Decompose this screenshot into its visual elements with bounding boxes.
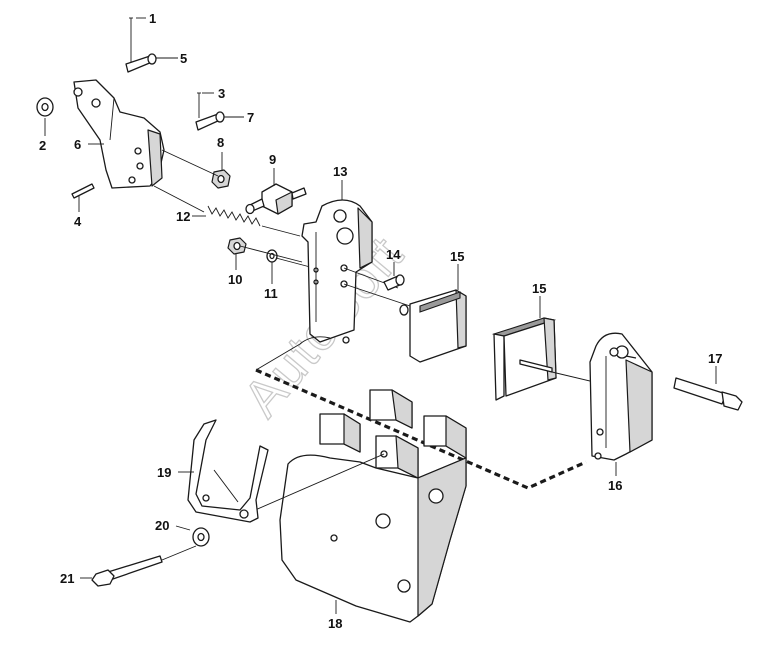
callout-21: 21 — [60, 571, 74, 586]
part-2-washer — [36, 97, 54, 117]
part-11-washer — [266, 249, 278, 263]
callout-19: 19 — [157, 465, 171, 480]
callout-4: 4 — [74, 214, 82, 229]
callout-7: 7 — [247, 110, 254, 125]
part-21-bolt — [91, 555, 163, 587]
part-14-guide-pin — [383, 274, 405, 291]
callout-10: 10 — [228, 272, 242, 287]
callout-9: 9 — [269, 152, 276, 167]
callout-17: 17 — [708, 351, 722, 366]
part-12-spring — [153, 185, 301, 237]
part-15-brake-pad-right — [491, 317, 557, 401]
callout-8: 8 — [217, 135, 224, 150]
callout-13: 13 — [333, 164, 347, 179]
part-19-fork-bracket — [187, 419, 269, 523]
callout-12: 12 — [176, 209, 190, 224]
part-4-pin — [71, 183, 95, 199]
callout-20: 20 — [155, 518, 169, 533]
callout-5: 5 — [180, 51, 187, 66]
part-13-caliper-bracket — [299, 199, 373, 345]
part-6-bracket — [73, 79, 165, 189]
callout-14: 14 — [386, 247, 401, 262]
callout-11: 11 — [264, 286, 278, 301]
part-5-bolt — [125, 53, 157, 73]
part-9-pivot-block — [245, 183, 307, 215]
callout-leaders — [44, 17, 717, 614]
part-17-bolt — [625, 355, 743, 411]
callout-2: 2 — [39, 138, 46, 153]
callout-1: 1 — [149, 11, 156, 26]
callout-6: 6 — [74, 137, 81, 152]
part-1-pin — [129, 17, 133, 66]
callout-3: 3 — [218, 86, 225, 101]
part-10-nut — [227, 237, 247, 255]
part-20-washer — [192, 527, 210, 547]
callout-15-right: 15 — [532, 281, 546, 296]
part-15-brake-pad-left — [399, 289, 467, 363]
part-18-carrier — [279, 389, 467, 623]
part-16-caliper-bracket — [589, 332, 653, 461]
part-8-nut — [211, 169, 231, 189]
callout-18: 18 — [328, 616, 342, 631]
part-3-pin — [197, 92, 201, 118]
callout-16: 16 — [608, 478, 622, 493]
callout-15-left: 15 — [450, 249, 464, 264]
part-7-bolt — [195, 111, 225, 131]
